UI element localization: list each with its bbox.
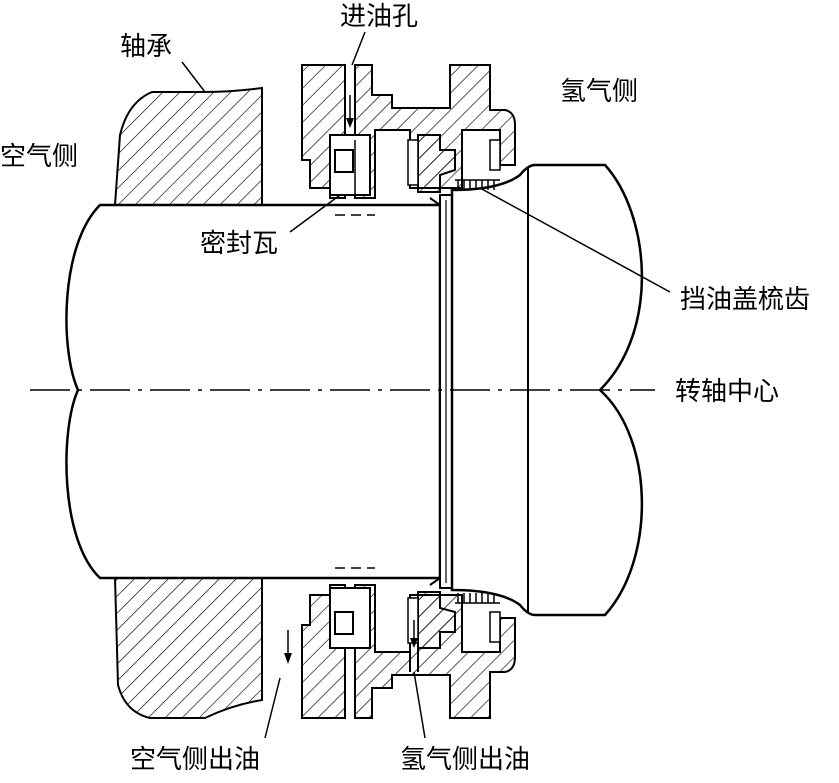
- comb-teeth-lower: [455, 593, 500, 604]
- leader-bearing: [181, 61, 206, 93]
- oil-inlet-arrowhead: [346, 118, 354, 128]
- leader-h2-out: [413, 671, 426, 739]
- shaft-step-lower: [429, 577, 441, 586]
- baffle-upper-small: [407, 139, 419, 186]
- baffle-upper-right: [489, 139, 501, 171]
- seal-housing-upper-mid: [354, 64, 516, 199]
- seal-bush-upper-inner: [334, 149, 354, 173]
- label-oil-baffle-comb: 挡油盖梳齿: [680, 285, 810, 315]
- seal-housing-lower-mid: [354, 584, 516, 719]
- air-outlet-arrowhead: [284, 653, 292, 664]
- label-hydrogen-side-oil-out: 氢气侧出油: [400, 745, 530, 775]
- leader-air-out: [264, 677, 281, 739]
- label-hydrogen-side: 氢气侧: [560, 77, 638, 107]
- baffle-lower: [417, 591, 456, 649]
- shaft-left: [65, 203, 442, 580]
- h2-outlet-arrowhead: [410, 638, 418, 648]
- seal-bush-lower-inner: [334, 611, 354, 635]
- leader-oil-inlet: [351, 31, 366, 66]
- baffle-lower-right: [489, 611, 501, 643]
- bearing-lower: [113, 577, 263, 719]
- label-shaft-center: 转轴中心: [675, 377, 779, 407]
- label-air-side-oil-out: 空气侧出油: [130, 745, 260, 775]
- label-seal-bush: 密封瓦: [200, 229, 278, 259]
- label-air-side: 空气侧: [0, 142, 78, 172]
- bearing-upper: [113, 86, 263, 206]
- leader-comb: [479, 187, 671, 293]
- label-oil-inlet: 进油孔: [340, 2, 418, 32]
- baffle-upper: [417, 134, 456, 193]
- label-bearing: 轴承: [120, 32, 172, 62]
- shaft-step-upper: [429, 197, 441, 206]
- leader-seal-bush: [289, 194, 341, 233]
- baffle-lower-small: [407, 597, 419, 644]
